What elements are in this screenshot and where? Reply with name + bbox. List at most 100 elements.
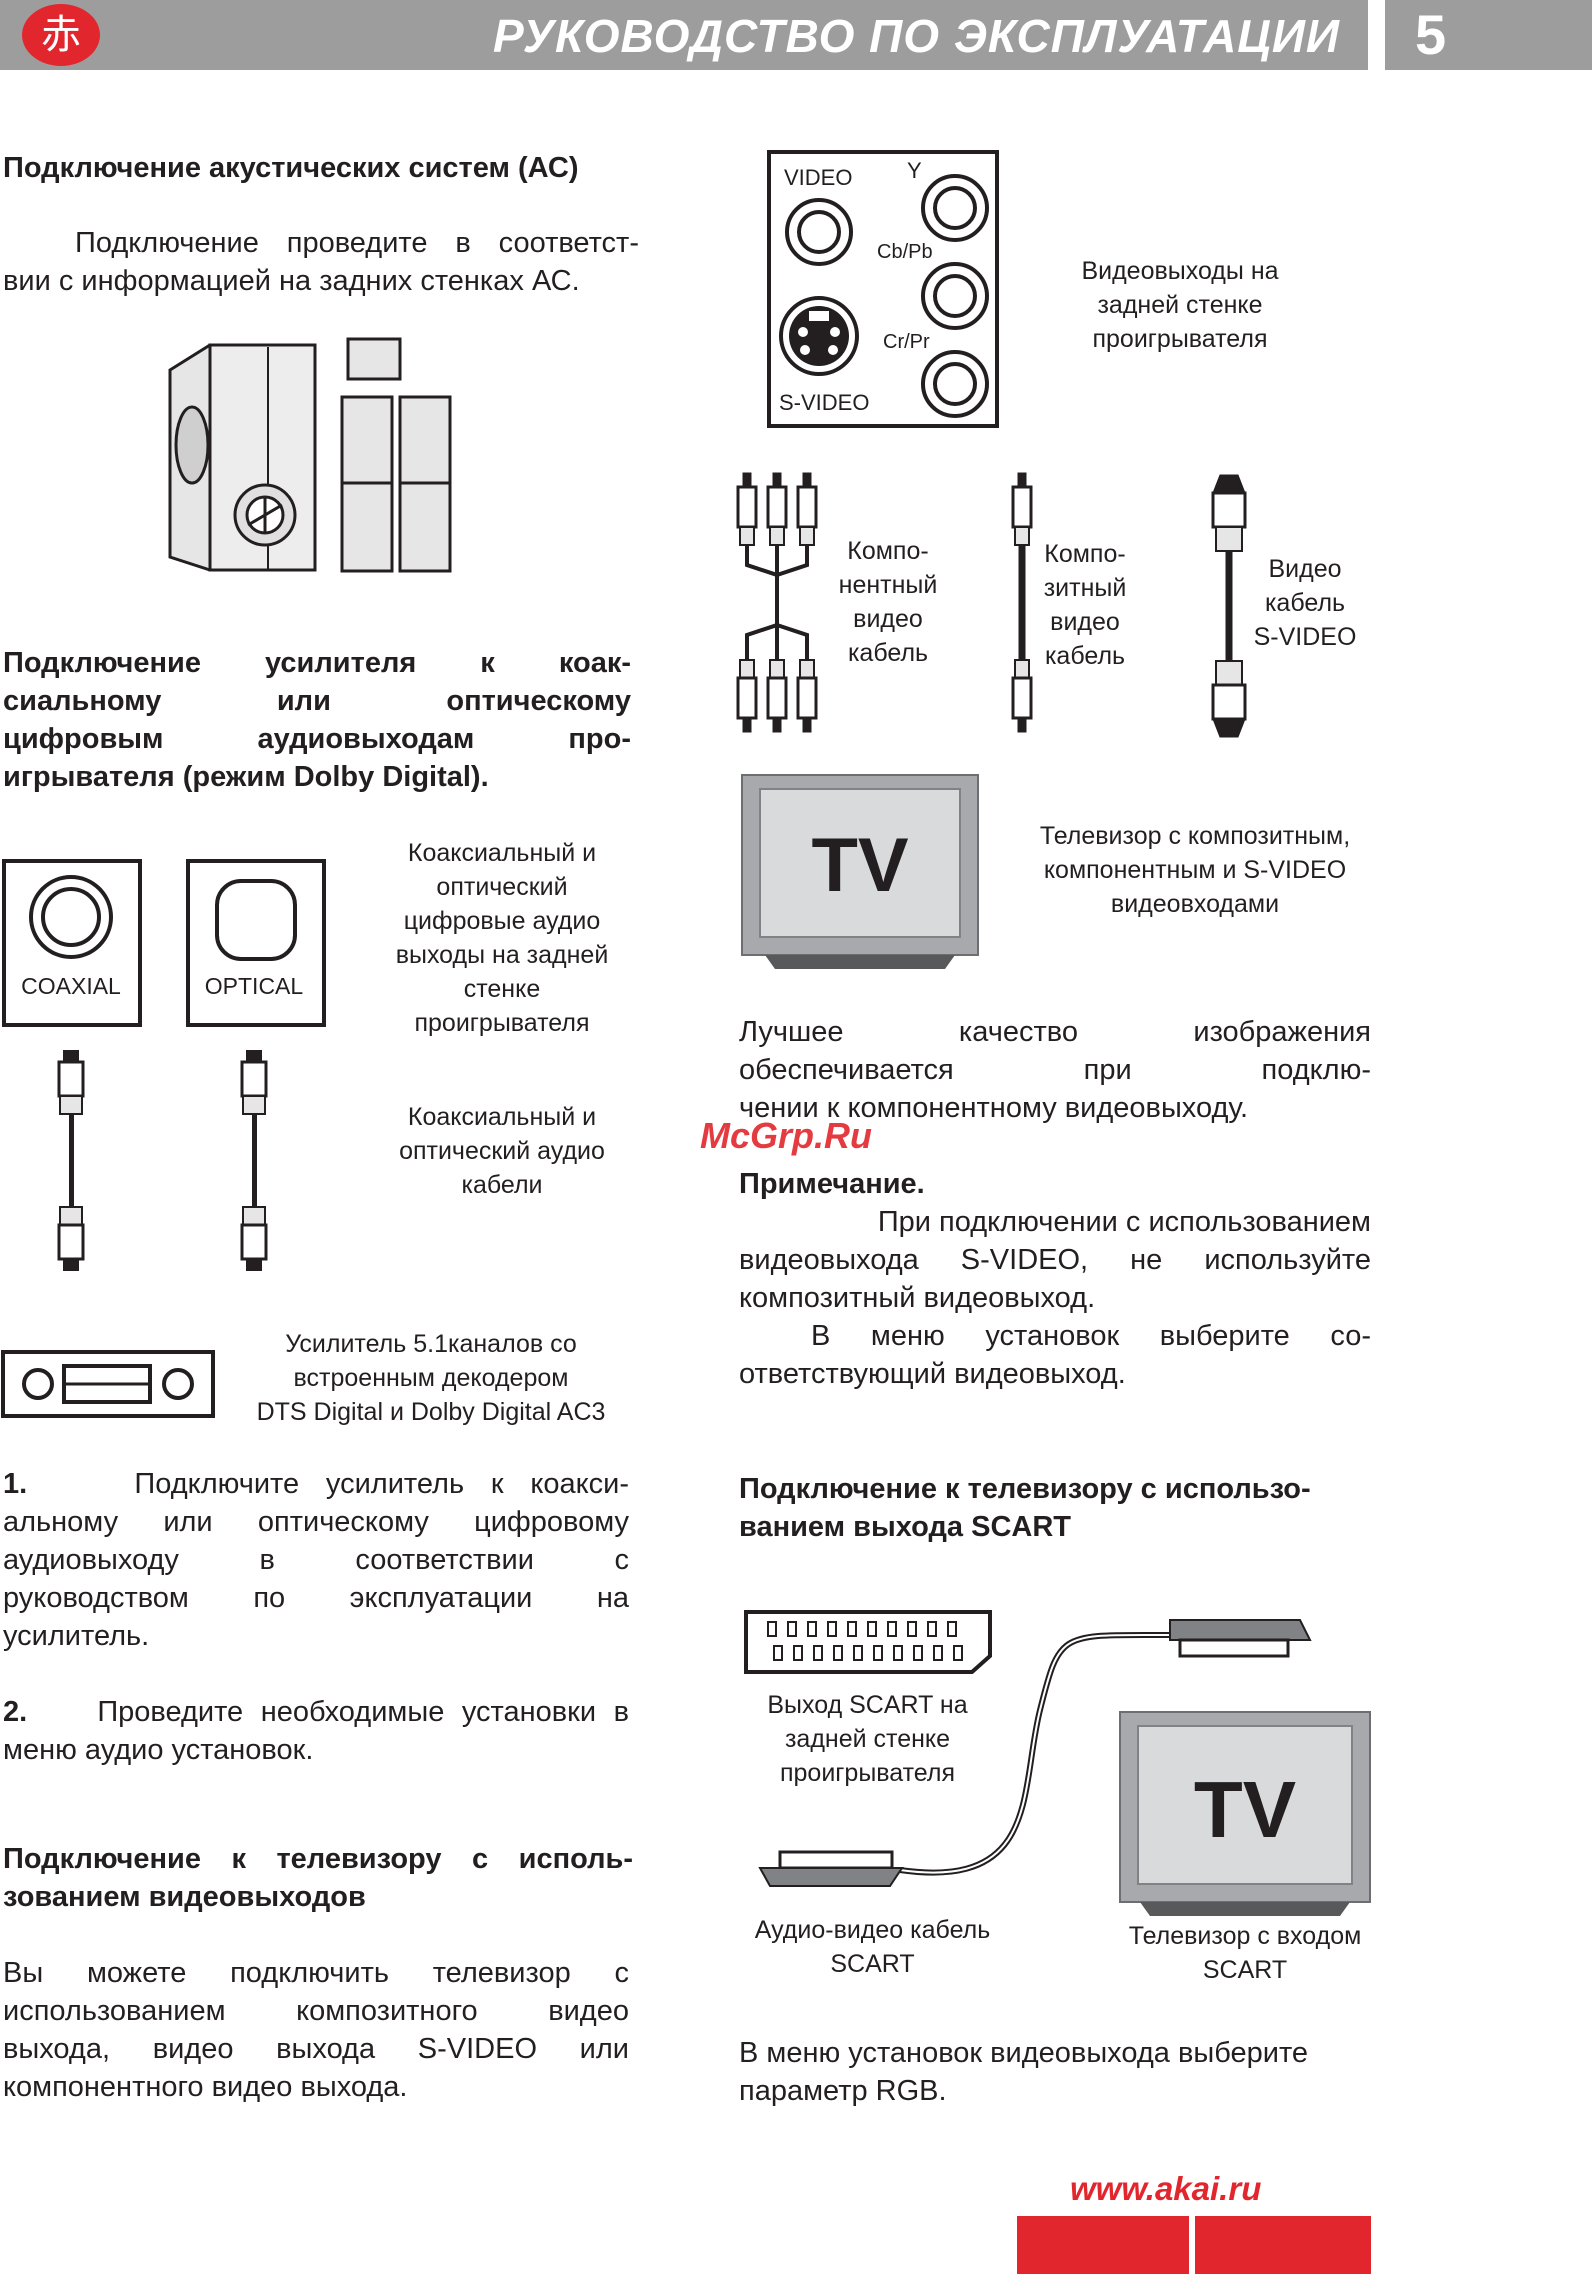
scart-pin [767,1621,777,1637]
quality-line: чении к компонентному видеовыходу. [739,1092,1249,1124]
caption-line: Компо- [847,537,929,565]
step-1-line: усилитель. [3,1620,150,1652]
scart-pin [787,1621,797,1637]
footer-url[interactable]: www.akai.ru [1070,2170,1262,2207]
brand-logo: 赤 [22,4,100,66]
speakers-heading: Подключение акустических систем (АС) [3,152,579,184]
caption-line: видеовходами [1110,890,1280,918]
scart-pin [953,1645,963,1661]
component-cable-caption: Компо- нентный видео кабель [818,534,958,670]
tv-illustration: TV [741,774,979,969]
video-cables-illustration [736,472,1247,738]
scart-pin [907,1621,917,1637]
caption-line: нентный [838,571,938,599]
note-paragraph: При подключении с использованием видеовы… [739,1203,1371,1393]
caption-line: Усилитель 5.1каналов со [285,1330,577,1358]
caption-line: Аудио-видео кабель [754,1916,991,1944]
caption-line: Телевизор с входом [1128,1922,1362,1950]
amp-heading-line-3: цифровым аудиовыходам про- [3,723,631,755]
svideo-cable-caption: Видео кабель S-VIDEO [1240,552,1370,654]
caption-line: видео [1050,608,1120,636]
quality-line: обеспечивается при подклю- [739,1054,1371,1086]
caption-line: Видеовыходы на [1081,257,1279,285]
caption-line: Коаксиальный и [407,839,597,867]
caption-line: кабель [1044,642,1126,670]
caption-line: Видео [1268,555,1342,583]
scart-cable-caption: Аудио-видео кабель SCART [725,1913,1020,1981]
caption-line: оптический аудио [399,1137,605,1165]
caption-line: зитный [1043,574,1127,602]
cables-caption: Коаксиальный и оптический аудио кабели [362,1100,642,1202]
amp-heading-line-2: сиальному или оптическому [3,685,631,717]
scart-tv-caption: Телевизор с входом SCART [1100,1919,1390,1987]
digital-outputs-caption: Коаксиальный и оптический цифровые аудио… [362,836,642,1040]
header-bar [0,0,1368,70]
caption-line: кабель [847,639,929,667]
caption-line: задней стенке [1097,291,1263,319]
caption-line: кабель [1264,589,1346,617]
scart-pin [827,1621,837,1637]
speakers-paragraph: Подключение проведите в соответст- вии с… [3,224,639,300]
optical-label: OPTICAL [205,973,304,999]
scart-pin [773,1645,783,1661]
svideo-label: S-VIDEO [779,390,869,415]
scart-pin [867,1621,877,1637]
scart-connection-illustration: TV [744,1610,1371,1916]
scart-pin [793,1645,803,1661]
caption-line: Компо- [1044,540,1126,568]
page-number: 5 [1385,0,1592,70]
video-outputs-caption: Видеовыходы на задней стенке проигрывате… [1035,254,1325,356]
speakers-line-2: вии с информацией на задних стенках АС. [3,265,580,297]
caption-line: выходы на задней [395,941,609,969]
tv-connection-paragraph: Вы можете подключить телевизор с использ… [3,1954,629,2106]
page-header-title: РУКОВОДСТВО ПО ЭКСПЛУАТАЦИИ [492,10,1340,62]
scart-pin [933,1645,943,1661]
step-2-number: 2. [3,1696,28,1728]
caption-line: цифровые аудио [403,907,601,935]
step-1-line: руководством по эксплуатации на [3,1582,629,1614]
tv-caption: Телевизор с композитным, компонентным и … [1005,819,1385,921]
speakers-line-1: Подключение проведите в соответст- [75,227,639,259]
scart-tv-label: TV [1194,1765,1296,1854]
step-1-line: аудиовыходу в соответствии с [3,1544,629,1576]
amplifier-illustration [1,1350,215,1418]
step-2: 2. Проведите необходимые установки в мен… [3,1693,629,1769]
scart-pin [833,1645,843,1661]
caption-line: S-VIDEO [1253,623,1357,651]
tv-text-line: выхода, видео выхода S-VIDEO или [3,2033,629,2065]
scart-heading-line: Подключение к телевизору с использо- [739,1473,1311,1505]
scart-heading: Подключение к телевизору с использо- ван… [739,1470,1379,1546]
step-1: 1. Подключите усилитель к коакси- альном… [3,1465,629,1655]
note-line: При подключении с использованием [877,1206,1371,1238]
caption-line: Телевизор с композитным, [1039,822,1351,850]
caption-line: задней стенке [784,1725,951,1753]
caption-line: встроенным декодером [293,1364,569,1392]
scart-pin [813,1645,823,1661]
step-1-line: Подключите усилитель к коакси- [134,1468,630,1500]
caption-line: SCART [1202,1956,1288,1984]
caption-line: Коаксиальный и [407,1103,597,1131]
caption-line: кабели [461,1171,543,1199]
caption-line: SCART [830,1950,915,1978]
step-2-line: Проведите необходимые установки в [97,1696,629,1728]
scart-heading-line: ванием выхода SCART [739,1511,1071,1543]
amp-heading-line-4: игрывателя (режим Dolby Digital). [3,761,489,793]
tv-text-line: Вы можете подключить телевизор с [3,1957,629,1989]
caption-line: проигрывателя [1092,325,1268,353]
quality-paragraph: Лучшее качество изображения обеспечивает… [739,1013,1371,1127]
scart-pin [893,1645,903,1661]
caption-line: компонентным и S-VIDEO [1043,856,1347,884]
watermark: McGrp.Ru [700,1115,873,1156]
caption-line: проигрывателя [414,1009,590,1037]
y-label: Y [907,158,922,183]
caption-line: оптический [436,873,568,901]
rgb-line: параметр RGB. [739,2075,947,2107]
video-label: VIDEO [784,165,852,190]
tv-text-line: использованием композитного видео [3,1995,629,2027]
scart-pin [947,1621,957,1637]
amp-heading: Подключение усилителя к коак- сиальному … [3,644,631,796]
step-1-line: альному или оптическому цифровому [3,1506,629,1538]
tv-label: TV [811,823,908,908]
crpr-label: Cr/Pr [883,331,930,353]
speaker-system-illustration [168,337,452,573]
